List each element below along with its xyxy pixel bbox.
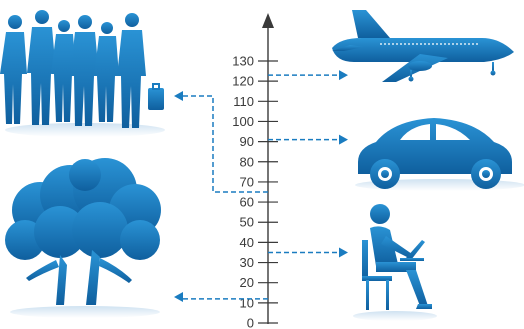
people-connector-line	[182, 95, 268, 193]
airplane-connector-arrowhead	[339, 70, 348, 81]
tick-label: 100	[232, 114, 254, 129]
person-laptop-icon	[353, 204, 437, 321]
tick-label: 110	[233, 94, 254, 109]
tree-icon	[5, 158, 161, 318]
tick-label: 30	[240, 255, 254, 270]
car-icon	[355, 118, 524, 191]
tick-label: 60	[240, 195, 254, 210]
person-laptop-connector-arrowhead	[339, 247, 348, 258]
axis-arrow	[262, 13, 274, 28]
tick-label: 20	[240, 275, 254, 290]
tick-label: 120	[232, 74, 254, 89]
scale-axis	[262, 13, 274, 324]
people-icon	[0, 10, 165, 137]
tick-label: 70	[240, 174, 254, 189]
tick-label: 40	[240, 235, 254, 250]
car-connector-arrowhead	[339, 134, 348, 145]
axis-ticks: 0 10 20 30 40 50 60 70 80 90 100 110 120 130	[232, 54, 278, 329]
tick-label: 80	[240, 154, 254, 169]
airplane-icon	[332, 10, 514, 82]
tick-label: 50	[240, 215, 254, 230]
tree-connector-arrowhead	[174, 292, 183, 302]
tick-label: 10	[240, 295, 254, 310]
tick-label: 0	[247, 316, 254, 329]
tick-label: 90	[240, 134, 254, 149]
tick-label: 130	[232, 54, 254, 69]
people-connector-arrowhead	[174, 91, 183, 101]
connector-arrows	[174, 70, 348, 302]
